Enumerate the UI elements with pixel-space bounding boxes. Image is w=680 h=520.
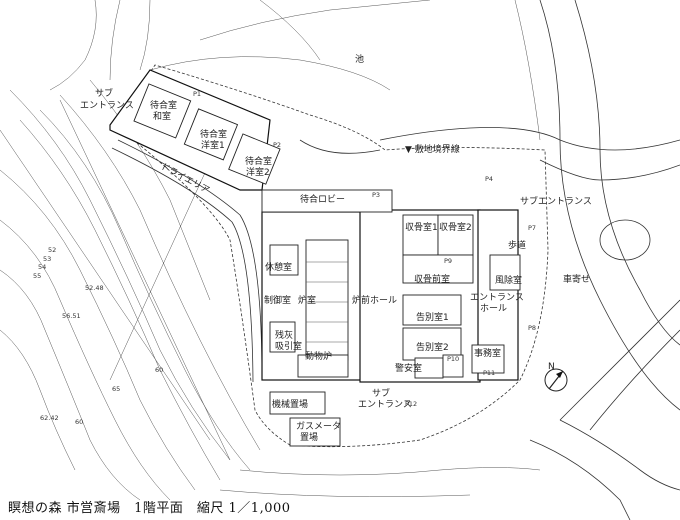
point-label: P4 [485,175,493,183]
pre-storage-label: 収骨前室 [414,273,450,285]
point-label: P8 [528,324,536,332]
building [109,69,521,447]
drawing-caption: 瞑想の森 市営斎場 1階平面 縮尺 1／1,000 [8,501,291,516]
ash-room-label-1: 残灰 [275,329,293,341]
entrance-hall-label-1: エントランス [470,292,524,303]
furnace-hall-label: 炉前ホール [352,294,397,306]
elevation-label: 55 [33,272,41,280]
sub-entrance-nw-label-2: エントランス [80,100,134,111]
walkway-label: 歩道 [508,239,526,251]
storage2-label: 収骨室2 [439,221,472,233]
elevation-label: 54 [38,263,46,271]
elevation-label: 60 [75,418,83,426]
point-label: P2 [273,141,281,149]
elevation-label: 53 [43,255,51,263]
gas-meter-label-2: 置場 [300,431,318,443]
labels: 池 サブ エントランス 待合室 和室 待合室 洋室1 待合室 洋室2 ドライエリ… [80,53,592,443]
farewell1-label: 告別室1 [416,311,449,323]
north-label: N [548,362,555,372]
point-label: P10 [447,355,459,363]
ash-room-label-2: 吸引室 [275,340,302,352]
entrance-hall-label-2: ホール [480,303,507,314]
waiting-washitsu-label-1: 待合室 [150,99,177,111]
farewell2-label: 告別室2 [416,341,449,353]
elevation-label: 56.51 [62,312,81,320]
site-boundary-line [114,64,549,448]
pond-label: 池 [355,53,364,65]
waiting-youshitsu2-label-1: 待合室 [245,155,272,167]
point-label: P3 [372,191,380,199]
point-label: P7 [528,224,536,232]
storage1-label: 収骨室1 [405,221,438,233]
north-arrow-icon [544,368,568,392]
control-room-label: 制御室 [264,294,291,306]
security-label: 警安室 [395,362,422,374]
office-label: 事務室 [474,347,501,359]
point-label: P9 [444,257,452,265]
power-furnace-label: 動物炉 [305,350,332,362]
waiting-lobby-label: 待合ロビー [300,193,345,205]
machine-room-label: 機械置場 [272,398,308,410]
point-label: P12 [405,400,417,408]
elevation-label: 52.48 [85,284,104,292]
carport-label: 車寄せ [563,273,590,285]
sub-entrance-nw-label-1: サブ [95,87,113,99]
point-label: P11 [483,369,495,377]
waiting-youshitsu1-label-2: 洋室1 [201,139,225,151]
point-label: P1 [193,90,201,98]
sub-entrance-south-label-2: エントランス [358,399,412,410]
waiting-washitsu-label-2: 和室 [153,110,171,122]
elevation-label: 62.42 [40,414,59,422]
sub-entrance-east-label: サブエントランス [520,195,592,207]
waiting-youshitsu2-label-2: 洋室2 [246,166,270,178]
elevation-label: 60 [155,366,163,374]
site-boundary-label: ▼ 敷地境界線 [405,143,460,155]
rest-room-label: 休憩室 [265,261,292,273]
wind-room-label: 風除室 [495,274,522,286]
elevation-label: 52 [48,246,56,254]
waiting-youshitsu1-label-1: 待合室 [200,128,227,140]
point-labels: P1 P2 P3 P4 P7 P8 P9 P10 P11 P12 [193,90,536,408]
gas-meter-label-1: ガスメータ [296,421,341,432]
furnace-room-label: 炉室 [298,294,316,306]
elevation-labels: 52 53 54 55 52.48 56.51 60 65 62.42 60 [33,246,163,426]
sub-entrance-south-label-1: サブ [372,387,390,399]
elevation-label: 65 [112,385,120,393]
